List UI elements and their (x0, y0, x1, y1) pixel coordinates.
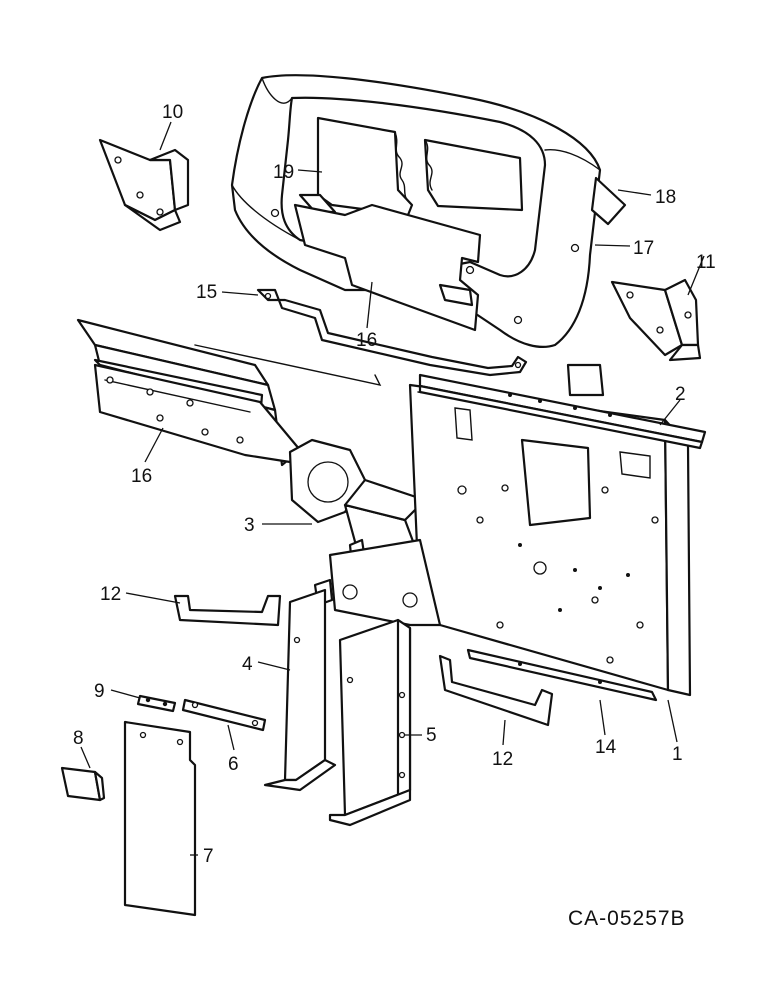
callout-14: 14 (595, 737, 617, 758)
callout-11: 11 (696, 252, 716, 273)
callout-labels: 10 11 18 17 19 16 15 2 16 3 12 4 5 9 6 8… (73, 102, 716, 867)
part-16-plate (293, 203, 482, 332)
leader-lines (80, 121, 705, 856)
part-6-bar (181, 698, 267, 732)
part-5-support (328, 618, 412, 827)
callout-3: 3 (244, 515, 255, 536)
callout-10: 10 (162, 102, 183, 123)
part-1-pivot-bracket (313, 538, 442, 627)
part-15-duct (76, 318, 382, 467)
part-10-bracket (98, 138, 190, 232)
callout-6: 6 (228, 754, 239, 775)
callout-7: 7 (203, 846, 214, 867)
part-19-inner-panel (298, 116, 524, 217)
callout-12-right: 12 (492, 749, 513, 770)
callout-12-left: 12 (100, 584, 121, 605)
part-11-bracket (610, 278, 702, 362)
callout-16: 16 (356, 330, 377, 351)
callout-15: 16 (131, 466, 152, 487)
part-12-strap-left (173, 594, 282, 627)
part-14-rod (466, 648, 658, 702)
part-4-support (263, 588, 337, 792)
callout-5: 5 (426, 725, 437, 746)
part-7-panel (123, 720, 197, 917)
callout-2: 2 (675, 384, 686, 405)
part-2-rail (418, 363, 707, 450)
callout-1: 1 (672, 744, 683, 765)
callout-18: 18 (655, 187, 676, 208)
callout-19: 19 (273, 162, 294, 183)
part-12-strap-right (438, 654, 554, 727)
callout-8: 8 (73, 728, 84, 749)
callout-4: 4 (242, 654, 253, 675)
drawing-code: CA-05257B (568, 907, 686, 930)
part-3-column (288, 438, 427, 572)
part-9-clip (136, 694, 177, 713)
part-8-cap (60, 766, 106, 802)
callout-13: 15 (196, 282, 217, 303)
callout-17: 17 (633, 238, 654, 259)
part-13-rod (256, 288, 528, 377)
callout-9: 9 (94, 681, 105, 702)
part-18-tab (590, 176, 627, 226)
